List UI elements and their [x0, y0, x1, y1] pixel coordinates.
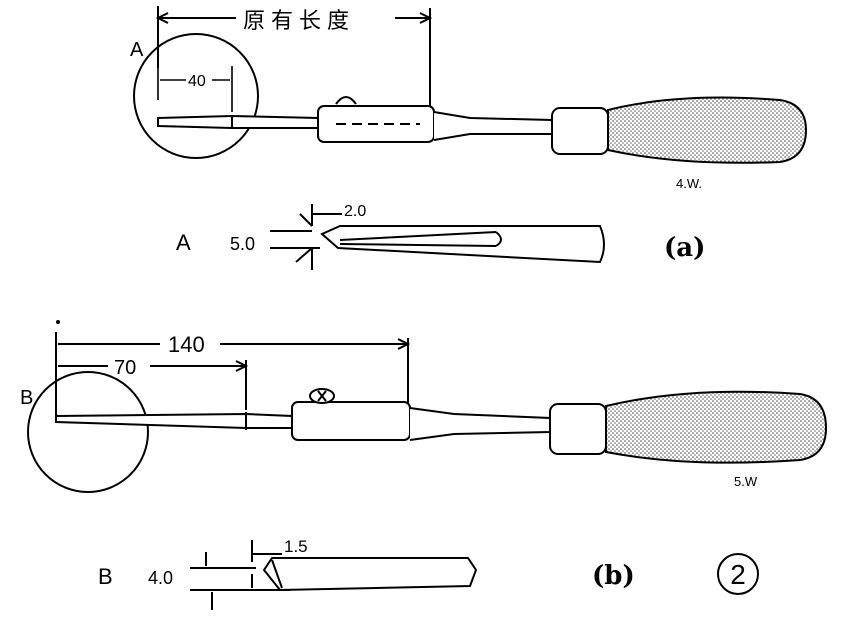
screwdriver-b — [55, 388, 828, 464]
circle-letter-a: A — [130, 39, 144, 61]
caption-a: (a) — [664, 233, 705, 263]
tip-dimension-label-a: 40 — [188, 73, 206, 90]
figure-number: 2 — [730, 559, 746, 590]
detail-drawing-a — [270, 204, 605, 270]
caption-b: (b) — [592, 561, 635, 591]
signature-a: 4.W. — [676, 176, 702, 191]
length-label-70: 70 — [114, 357, 136, 379]
detail-drawing-b — [190, 540, 478, 610]
detail-thickness-a: 5.0 — [230, 234, 255, 254]
overall-length-label: 原有长度 — [243, 8, 355, 33]
tip-dimension-a — [157, 66, 233, 112]
length-dimensions-b — [55, 332, 411, 420]
detail-circle-a — [133, 33, 259, 159]
figure-number-circle — [717, 553, 759, 595]
reference-dot — [56, 320, 60, 324]
circle-letter-b: B — [20, 387, 33, 409]
detail-letter-a: A — [176, 230, 191, 255]
detail-thickness-b: 4.0 — [148, 568, 173, 588]
figure-b: 140 70 B 5.W B 4.0 1.5 — [20, 320, 828, 610]
overall-length-dimension — [155, 6, 433, 110]
figure-a: 原有长度 A 40 4.W. A 5. — [130, 6, 808, 270]
detail-circle-b — [27, 371, 149, 493]
detail-tip-a: 2.0 — [344, 203, 366, 220]
detail-letter-b: B — [98, 564, 113, 589]
signature-b: 5.W — [734, 474, 758, 489]
detail-tip-b: 1.5 — [284, 537, 308, 556]
length-label-140: 140 — [168, 332, 205, 357]
screwdriver-a — [157, 96, 808, 164]
